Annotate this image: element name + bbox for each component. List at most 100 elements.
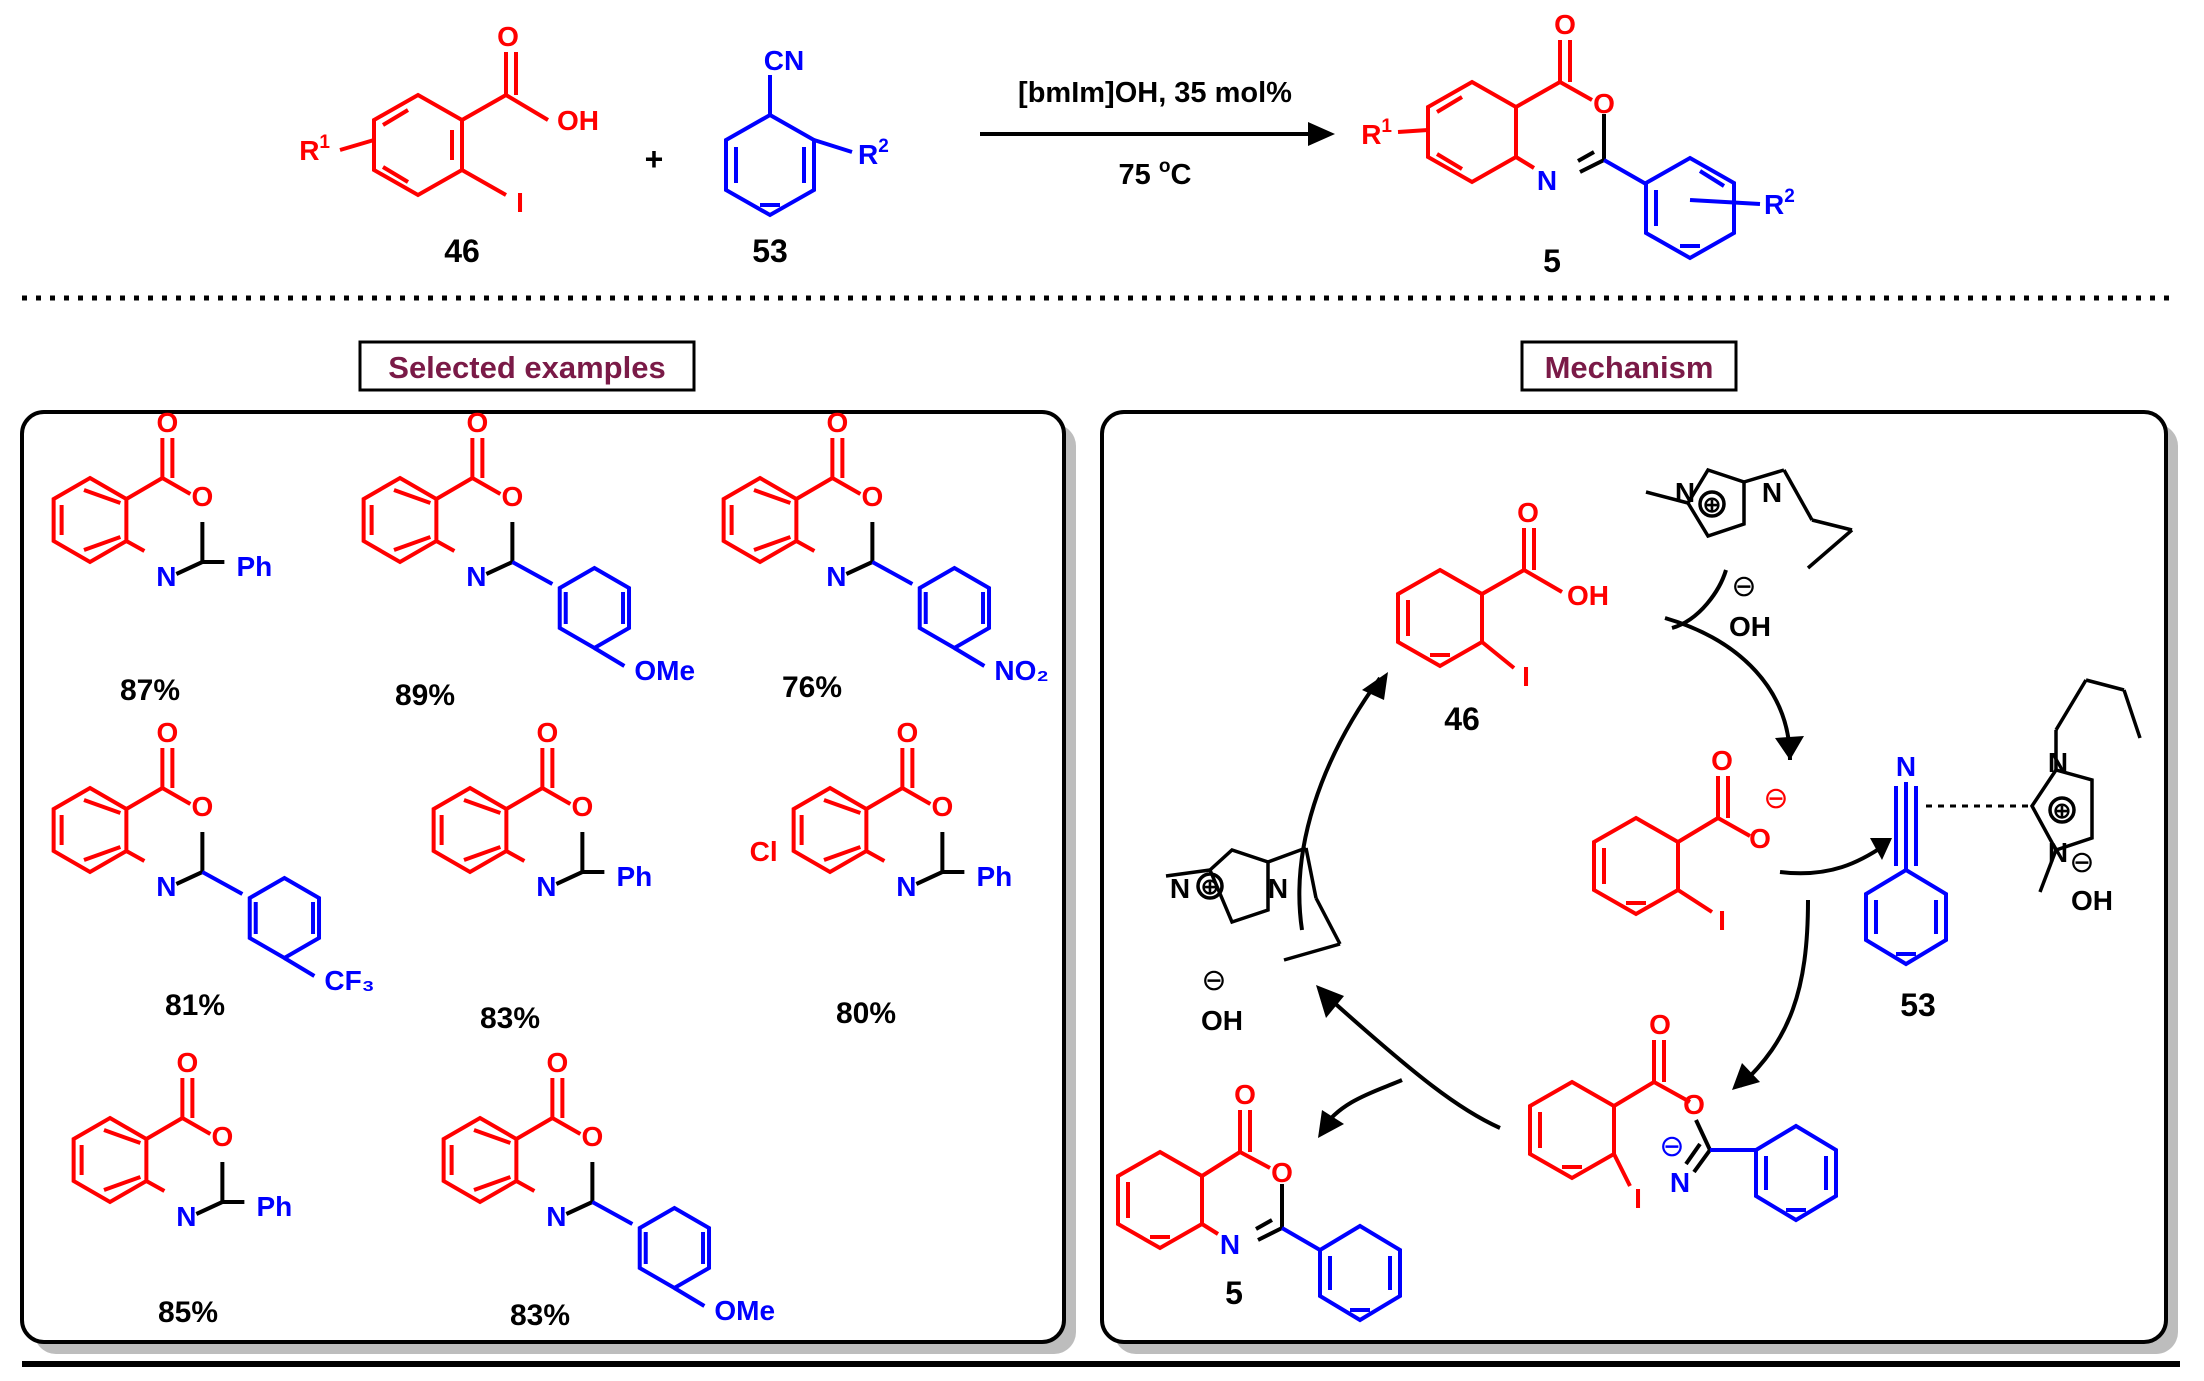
hydroxide-left: OH: [1201, 1005, 1243, 1036]
example-ring-N: N: [156, 561, 176, 592]
carboxylate-anion-sign: ⊖: [1763, 782, 1788, 815]
example-1: [51, 438, 225, 576]
mech-46-OH: OH: [1567, 580, 1609, 611]
example-carbonyl-O: O: [826, 407, 848, 438]
cycle-arrowheads: [1316, 672, 1892, 1138]
cation-sign-top: ⊕: [1703, 492, 1721, 517]
imidazolium-top: [1645, 467, 1854, 570]
label-53: 53: [752, 233, 788, 269]
example-carbonyl-O: O: [536, 717, 558, 748]
example-substituent-Ph: Ph: [616, 861, 652, 892]
mechanism: N N ⊕ ⊖ OH O OH I 46: [1116, 467, 2142, 1323]
anion-sign-right: ⊖: [2069, 846, 2094, 879]
example-ring-O: O: [581, 1121, 603, 1152]
mech-5-structure: [1116, 1110, 1402, 1323]
intermediate-O2: O: [1683, 1089, 1705, 1120]
example-ring-O: O: [211, 1121, 233, 1152]
example-substituent-Ph: Ph: [976, 861, 1012, 892]
cation-sign-left: ⊕: [1201, 874, 1219, 899]
example-carbonyl-O: O: [156, 717, 178, 748]
reactant-53-structure: [724, 75, 853, 218]
label-46: 46: [444, 233, 480, 269]
atom-CN: CN: [764, 45, 804, 76]
example-substituent-NO2: NO₂: [994, 655, 1048, 686]
example-ring-O: O: [861, 481, 883, 512]
mech-5-O2: O: [1271, 1157, 1293, 1188]
carboxylate-O1: O: [1711, 745, 1733, 776]
intermediate-I: I: [1634, 1183, 1642, 1214]
mech-5-O1: O: [1234, 1079, 1256, 1110]
selected-examples-header-box: [358, 340, 696, 392]
example-yield: 85%: [158, 1296, 218, 1329]
example-carbonyl-O: O: [176, 1047, 198, 1078]
mech-label-5: 5: [1225, 1275, 1243, 1311]
example-yield: 83%: [480, 1002, 540, 1035]
product-5-structure: [1397, 40, 1761, 261]
cation-sign-right: ⊕: [2053, 798, 2071, 823]
example-yield: 81%: [165, 989, 225, 1022]
mech-46-O: O: [1517, 497, 1539, 528]
example-ring-O: O: [191, 791, 213, 822]
imid-right-N2: N: [2048, 837, 2068, 868]
example-ring-O: O: [191, 481, 213, 512]
example-ring-O: O: [931, 791, 953, 822]
product-atom-O: O: [1554, 9, 1576, 40]
atom-I: I: [516, 187, 524, 218]
mech-46-I: I: [1522, 661, 1530, 692]
label-5: 5: [1543, 243, 1561, 279]
example-ring-O: O: [571, 791, 593, 822]
carboxylate-structure: [1592, 776, 1751, 917]
imid-top-N2: N: [1762, 477, 1782, 508]
example-5: [431, 748, 605, 886]
example-substituent-Ph: Ph: [236, 551, 272, 582]
hydroxide-top: OH: [1729, 611, 1771, 642]
example-substituent-Ph: Ph: [256, 1191, 292, 1222]
example-ring-N: N: [176, 1201, 196, 1232]
example-yield: 83%: [510, 1299, 570, 1332]
anion-sign-top: ⊖: [1731, 570, 1756, 603]
example-ring-N: N: [536, 871, 556, 902]
carboxylate-I: I: [1718, 905, 1726, 936]
imid-left-N1: N: [1170, 873, 1190, 904]
example-8: [441, 1078, 712, 1308]
example-ring-N: N: [156, 871, 176, 902]
product-atom-R2: R2: [1764, 186, 1795, 220]
example-substituent-OMe: OMe: [714, 1295, 775, 1326]
product-atom-R1: R1: [1361, 116, 1392, 150]
imid-top-N1: N: [1675, 477, 1695, 508]
example-ring-O: O: [501, 481, 523, 512]
imidazolium-right: [2029, 678, 2142, 893]
example-6: [791, 748, 965, 886]
product-ring-O: O: [1593, 88, 1615, 119]
reactant-46-structure: [339, 52, 550, 198]
cycle-arrows: [1297, 569, 1887, 1132]
example-3: [721, 438, 992, 668]
intermediate-anion-sign: ⊖: [1659, 1130, 1684, 1163]
example-yield: 89%: [395, 679, 455, 712]
mech-label-46: 46: [1444, 701, 1480, 737]
mech-53-structure: [1864, 782, 1948, 967]
atom-R1: R1: [299, 132, 330, 166]
example-carbonyl-O: O: [896, 717, 918, 748]
atom-R2: R2: [858, 136, 889, 170]
example-yield: 76%: [782, 671, 842, 704]
example-yield: 87%: [120, 674, 180, 707]
mechanism-title: Mechanism: [1545, 350, 1714, 385]
example-carbonyl-O: O: [546, 1047, 568, 1078]
top-reaction: O OH I R1 46 + CN R2 53 [bmIm]OH, 35 mol…: [299, 9, 1795, 279]
intermediate-N: N: [1670, 1167, 1690, 1198]
imidazolium-left: [1165, 846, 1342, 962]
example-ring-N: N: [466, 561, 486, 592]
example-2: [361, 438, 632, 668]
mech-label-53: 53: [1900, 987, 1936, 1023]
mechanism-header-box: [1520, 340, 1738, 392]
condition-temperature: 75 oC: [1119, 156, 1192, 191]
atom-OH: OH: [557, 105, 599, 136]
intermediate-structure: [1528, 1040, 1838, 1223]
reaction-arrow-head: [1308, 122, 1335, 146]
example-substituent-CF3: CF₃: [324, 965, 374, 996]
carboxylate-O2: O: [1749, 823, 1771, 854]
example-substituent-Cl: Cl: [750, 836, 778, 867]
example-ring-N: N: [546, 1201, 566, 1232]
